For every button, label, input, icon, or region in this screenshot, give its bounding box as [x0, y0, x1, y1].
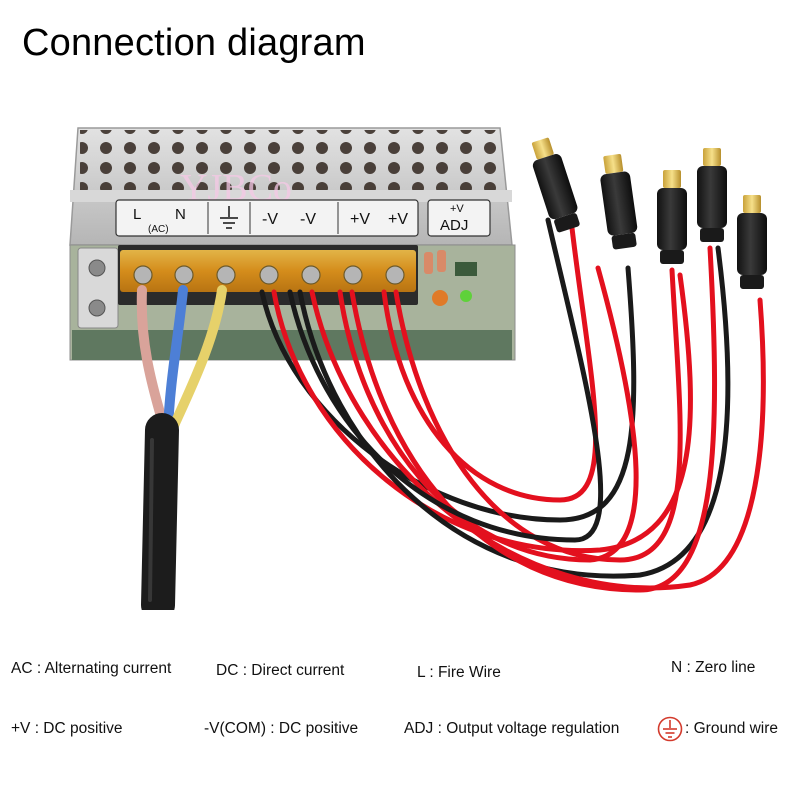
- legend-ac: AC : Alternating current: [11, 660, 172, 677]
- dc-output-wires: [259, 217, 766, 593]
- label-pos-1: +V: [350, 211, 370, 228]
- legend-n: N : Zero line: [671, 659, 756, 676]
- pcb-components: [424, 250, 477, 306]
- dc-plug-3: [657, 170, 687, 264]
- label-ground-icon: [220, 206, 238, 229]
- legend-neg-v: -V(COM) : DC positive: [204, 720, 359, 737]
- dc-plug-1: [531, 137, 580, 233]
- label-neg-1: -V: [262, 211, 278, 228]
- legend-l: L : Fire Wire: [417, 664, 501, 681]
- legend-pos-v: +V : DC positive: [11, 720, 123, 737]
- label-adj: ADJ: [440, 217, 468, 234]
- mounting-bracket: [77, 247, 119, 329]
- psu-case: [69, 127, 516, 361]
- dc-plugs: [531, 137, 767, 289]
- label-adj-top: +V: [450, 203, 464, 215]
- legend-ground-text: : Ground wire: [685, 720, 779, 738]
- dc-plug-4: [697, 148, 727, 242]
- ac-cable: [136, 285, 227, 610]
- dc-plug-2: [600, 154, 638, 250]
- legend-adj: ADJ : Output voltage regulation: [404, 720, 620, 737]
- legend-ground: : Ground wire: [657, 716, 778, 742]
- ground-symbol-icon: [657, 716, 683, 742]
- label-pos-2: +V: [388, 211, 408, 228]
- legend-dc: DC : Direct current: [216, 662, 345, 679]
- page-title: Connection diagram: [22, 22, 366, 64]
- label-neg-2: -V: [300, 211, 316, 228]
- power-supply-photo: YJBCo L N (AC) -V -V +V +V +V ADJ: [69, 127, 767, 610]
- dc-plug-5: [737, 195, 767, 289]
- label-ac: (AC): [148, 224, 169, 235]
- terminal-block: [118, 245, 418, 305]
- terminal-label-strip: L N (AC) -V -V +V +V +V ADJ: [115, 199, 491, 237]
- label-n: N: [175, 206, 186, 223]
- label-l: L: [133, 206, 141, 223]
